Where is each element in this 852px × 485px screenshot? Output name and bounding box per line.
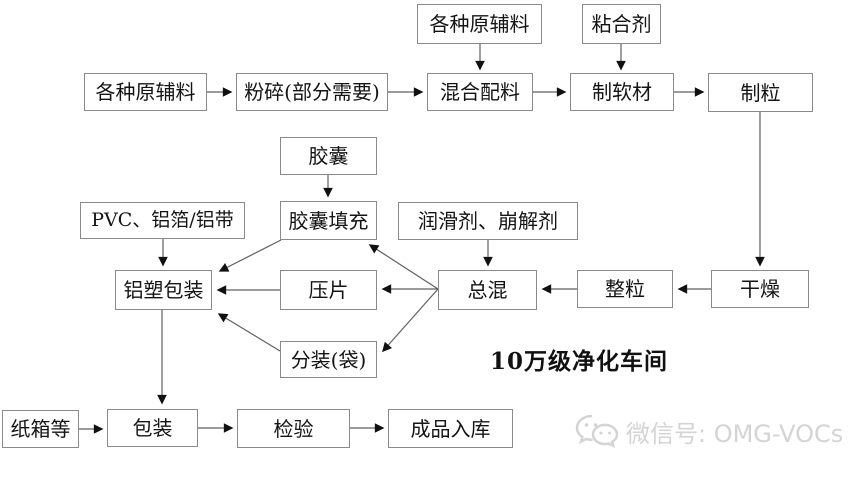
node-tablet-pressing: 压片	[280, 270, 377, 310]
node-granule-sizing: 整粒	[577, 270, 673, 308]
node-drying: 干燥	[711, 270, 809, 308]
node-crushing: 粉碎(部分需要)	[236, 73, 388, 111]
node-capsule: 胶囊	[280, 137, 377, 175]
edge-bag-filling-to-blister-packaging	[217, 313, 281, 352]
node-capsule-filling: 胶囊填充	[280, 201, 377, 240]
node-lubricant-disintegrant: 润滑剂、崩解剂	[398, 202, 578, 240]
node-raw-materials-left: 各种原辅料	[84, 73, 207, 111]
node-cartons: 纸箱等	[2, 410, 79, 448]
watermark-text: 微信号: OMG-VOCs	[626, 419, 844, 448]
node-inspection: 检验	[237, 409, 350, 448]
node-final-blending: 总混	[438, 270, 537, 310]
node-mixing: 混合配料	[427, 73, 533, 111]
node-warehousing: 成品入库	[388, 409, 513, 448]
wechat-icon	[575, 414, 619, 449]
node-blister-packaging: 铝塑包装	[115, 270, 212, 310]
node-raw-materials-top: 各种原辅料	[417, 4, 542, 44]
edge-final-blending-to-bag-filling	[382, 288, 439, 353]
watermark: 微信号: OMG-VOCs	[574, 412, 843, 450]
node-binder: 粘合剂	[582, 4, 661, 44]
edge-capsule-filling-to-blister-packaging	[218, 239, 282, 272]
node-granulation: 制粒	[708, 73, 813, 112]
edge-final-blending-to-capsule-filling	[368, 244, 439, 290]
node-pvc-foil: PVC、铝箔/铝带	[80, 202, 245, 239]
cleanroom-annotation: 10万级净化车间	[490, 348, 669, 375]
node-packing: 包装	[107, 409, 198, 447]
node-soft-material: 制软材	[570, 73, 674, 111]
node-bag-filling: 分装(袋)	[280, 341, 377, 378]
